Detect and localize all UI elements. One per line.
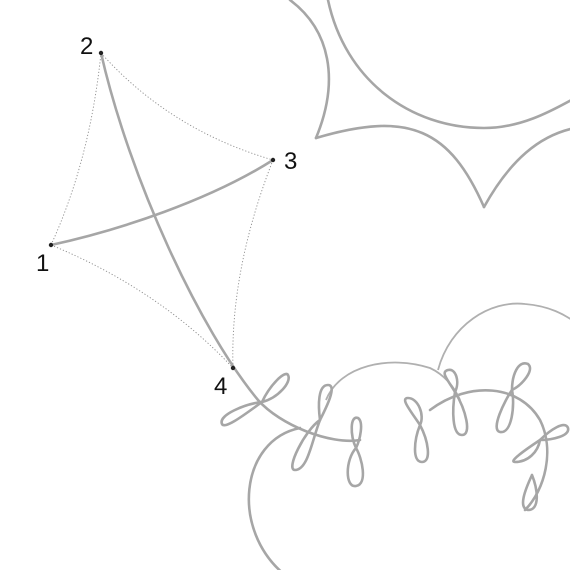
guide-3-4 xyxy=(232,159,274,369)
dotted-guide-curves xyxy=(50,52,274,369)
control-point-1[interactable] xyxy=(48,242,54,248)
control-points xyxy=(48,50,276,371)
point-labels: 1 2 3 4 xyxy=(36,33,297,400)
guide-1-2 xyxy=(50,52,102,246)
scallop-arc-right xyxy=(482,127,570,209)
guide-1-4 xyxy=(50,244,234,369)
loop-d2 xyxy=(413,423,430,464)
curve-2-to-4 xyxy=(99,51,362,443)
loop-a2 xyxy=(220,400,264,427)
lower-circle-arc xyxy=(247,426,302,570)
loop-decorations xyxy=(220,362,570,512)
loop-c1 xyxy=(346,446,365,488)
control-point-2[interactable] xyxy=(98,50,104,56)
point-label-3: 3 xyxy=(284,148,297,175)
loop-c2 xyxy=(350,416,363,450)
lower-right-arc xyxy=(428,389,549,512)
loop-e1 xyxy=(443,368,459,394)
loop-f1 xyxy=(495,388,515,434)
thin-arc-right xyxy=(437,302,570,371)
point-label-2: 2 xyxy=(80,33,93,60)
loop-b1 xyxy=(291,418,322,472)
point-label-1: 1 xyxy=(36,250,49,277)
loop-g1 xyxy=(512,438,542,464)
loop-h1 xyxy=(521,473,539,512)
control-point-4[interactable] xyxy=(230,365,236,371)
thin-curves xyxy=(325,302,570,401)
loop-e2 xyxy=(451,390,469,437)
loop-f2 xyxy=(510,362,532,392)
main-curves xyxy=(49,0,570,570)
loop-b2 xyxy=(317,383,333,422)
big-circle-arc xyxy=(326,0,570,130)
scallop-arc-bottom xyxy=(314,124,486,209)
control-point-3[interactable] xyxy=(270,157,276,163)
thin-arc-middle xyxy=(325,361,461,401)
loop-g2 xyxy=(538,423,570,442)
scallop-top-left xyxy=(288,0,331,140)
point-label-4: 4 xyxy=(214,373,227,400)
curve-1-to-3 xyxy=(49,158,275,247)
guide-2-3 xyxy=(100,52,274,161)
loop-d1 xyxy=(403,396,423,427)
loop-a1 xyxy=(260,372,290,404)
